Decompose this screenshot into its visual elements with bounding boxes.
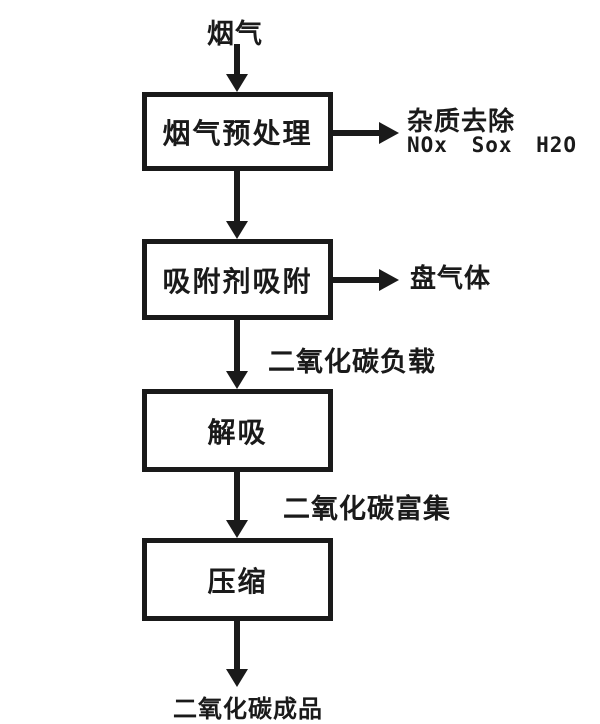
process-box-label: 吸附剂吸附 — [162, 265, 313, 297]
impurity-removal-block: 杂质去除 NOx Sox H2O — [407, 108, 577, 156]
vent-gas-block: 盘气体 — [410, 265, 491, 291]
arrow-down-head-icon — [226, 74, 248, 92]
arrow-shaft — [234, 472, 240, 520]
process-box-compression: 压缩 — [142, 538, 333, 621]
process-box-pretreatment: 烟气预处理 — [142, 92, 333, 171]
process-box-label: 解吸 — [207, 416, 268, 448]
vent-gas-label: 盘气体 — [410, 263, 492, 293]
process-box-adsorption: 吸附剂吸附 — [142, 239, 333, 320]
arrow-down-head-icon — [226, 520, 248, 538]
arrow-shaft — [234, 171, 240, 221]
arrow-shaft — [333, 130, 379, 136]
process-box-label: 烟气预处理 — [162, 117, 313, 149]
arrow-shaft — [234, 621, 240, 669]
process-box-label: 压缩 — [207, 565, 268, 597]
arrow-down-head-icon — [226, 371, 248, 389]
arrow-down-head-icon — [226, 221, 248, 239]
arrow-shaft — [234, 44, 240, 76]
co2-enriched-label: 二氧化碳富集 — [283, 494, 451, 524]
process-box-desorption: 解吸 — [142, 389, 333, 472]
arrow-right-head-icon — [379, 122, 399, 144]
impurity-gases-label: NOx Sox H2O — [407, 133, 578, 157]
arrow-right-head-icon — [379, 269, 399, 291]
arrow-shaft — [333, 277, 379, 283]
co2-loaded-label: 二氧化碳负载 — [268, 347, 436, 377]
arrow-shaft — [234, 320, 240, 371]
impurity-removal-label: 杂质去除 — [407, 106, 516, 136]
arrow-down-head-icon — [226, 669, 248, 687]
